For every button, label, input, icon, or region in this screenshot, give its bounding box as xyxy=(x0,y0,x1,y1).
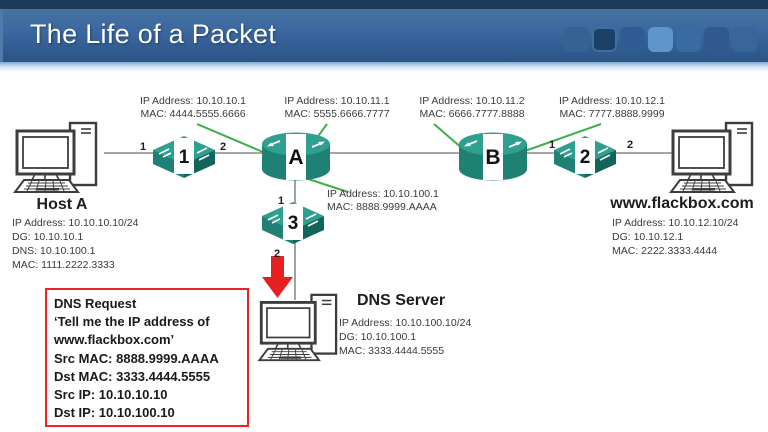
interface-label-2-ip: IP Address: 10.10.11.1 xyxy=(284,95,390,107)
header-glow-strip xyxy=(0,62,768,72)
interface-label-1-mac: MAC: 4444.5555.6666 xyxy=(140,108,246,120)
switch-2-port-1: 1 xyxy=(549,139,556,151)
interface-label-5: IP Address: 10.10.100.1 MAC: 8888.9999.A… xyxy=(327,188,439,214)
header-decoration-squares xyxy=(564,27,757,52)
dns-server-detail-line: IP Address: 10.10.100.10/24 xyxy=(339,317,472,329)
dns-server-details: IP Address: 10.10.100.10/24 DG: 10.10.10… xyxy=(339,316,471,358)
interface-label-3-ip: IP Address: 10.10.11.2 xyxy=(419,95,525,107)
switch-2-port-2: 2 xyxy=(627,139,634,151)
dns-server-title: DNS Server xyxy=(357,292,446,309)
switch-1-icon: 1 xyxy=(153,136,215,178)
router-b-icon: B xyxy=(459,132,527,181)
decor-square xyxy=(676,27,701,52)
dns-request-line: www.flackbox.com’ xyxy=(54,332,175,348)
host-a-detail-line: DNS: 10.10.100.1 xyxy=(12,245,96,257)
host-a-title: Host A xyxy=(36,196,88,213)
dns-server-detail-line: MAC: 3333.4444.5555 xyxy=(339,345,445,357)
dns-request-line: Dst IP: 10.10.100.10 xyxy=(54,405,175,421)
decor-square xyxy=(564,27,589,52)
header-top-strip xyxy=(0,0,768,9)
dns-request-box: DNS Request ‘Tell me the IP address of w… xyxy=(45,288,249,427)
interface-label-1: IP Address: 10.10.10.1 MAC: 4444.5555.66… xyxy=(130,95,256,121)
interface-label-2-mac: MAC: 5555.6666.7777 xyxy=(284,108,390,120)
dns-request-line: DNS Request xyxy=(54,296,137,311)
dns-request-line: Src IP: 10.10.10.10 xyxy=(54,387,168,403)
decor-square xyxy=(592,27,617,52)
interface-label-4-mac: MAC: 7777.8888.9999 xyxy=(559,108,665,120)
dns-request-line: ‘Tell me the IP address of xyxy=(54,314,210,330)
dns-server-pc-icon xyxy=(257,293,338,362)
web-server-detail-line: DG: 10.10.12.1 xyxy=(612,231,684,243)
host-a-pc-icon xyxy=(13,121,98,193)
decor-square xyxy=(732,27,757,52)
decor-square xyxy=(704,27,729,52)
web-server-details: IP Address: 10.10.12.10/24 DG: 10.10.12.… xyxy=(612,216,739,258)
host-a-detail-line: DG: 10.10.10.1 xyxy=(12,231,84,243)
switch-2-number: 2 xyxy=(580,147,591,168)
router-a-icon: A xyxy=(262,132,330,181)
web-server-title: www.flackbox.com xyxy=(610,195,754,212)
switch-2-icon: 2 xyxy=(554,136,616,178)
interface-label-5-mac: MAC: 8888.9999.AAAA xyxy=(327,201,437,213)
interface-label-3: IP Address: 10.10.11.2 MAC: 6666.7777.88… xyxy=(409,95,535,121)
switch-1-port-1: 1 xyxy=(140,141,147,153)
switch-3-port-2: 2 xyxy=(274,248,281,260)
switch-3-icon: 3 xyxy=(262,202,324,244)
router-a-letter: A xyxy=(288,146,303,169)
host-a-details: IP Address: 10.10.10.10/24 DG: 10.10.10.… xyxy=(12,216,139,272)
switch-3-number: 3 xyxy=(288,213,299,234)
dns-server-detail-line: DG: 10.10.100.1 xyxy=(339,331,417,343)
interface-label-4: IP Address: 10.10.12.1 MAC: 7777.8888.99… xyxy=(549,95,675,121)
interface-label-1-ip: IP Address: 10.10.10.1 xyxy=(139,95,247,107)
host-a-detail-line: MAC: 1111.2222.3333 xyxy=(12,259,115,271)
dns-request-line: Dst MAC: 3333.4444.5555 xyxy=(54,368,211,384)
host-a-detail-line: IP Address: 10.10.10.10/24 xyxy=(12,217,139,229)
decor-square xyxy=(648,27,673,52)
web-server-detail-line: MAC: 2222.3333.4444 xyxy=(612,245,718,257)
decor-square xyxy=(620,27,645,52)
switch-1-port-2: 2 xyxy=(220,141,227,153)
slide-title: The Life of a Packet xyxy=(30,19,277,49)
interface-label-5-ip: IP Address: 10.10.100.1 xyxy=(327,188,439,200)
interface-label-2: IP Address: 10.10.11.1 MAC: 5555.6666.77… xyxy=(274,95,400,121)
switch-1-number: 1 xyxy=(179,147,190,168)
interface-label-4-ip: IP Address: 10.10.12.1 xyxy=(558,95,666,107)
interface-label-3-mac: MAC: 6666.7777.8888 xyxy=(419,108,525,120)
dns-request-line: Src MAC: 8888.9999.AAAA xyxy=(54,350,219,366)
web-server-detail-line: IP Address: 10.10.12.10/24 xyxy=(612,217,739,229)
router-b-letter: B xyxy=(485,146,500,169)
web-server-pc-icon xyxy=(669,121,754,193)
switch-3-port-1: 1 xyxy=(278,195,285,207)
